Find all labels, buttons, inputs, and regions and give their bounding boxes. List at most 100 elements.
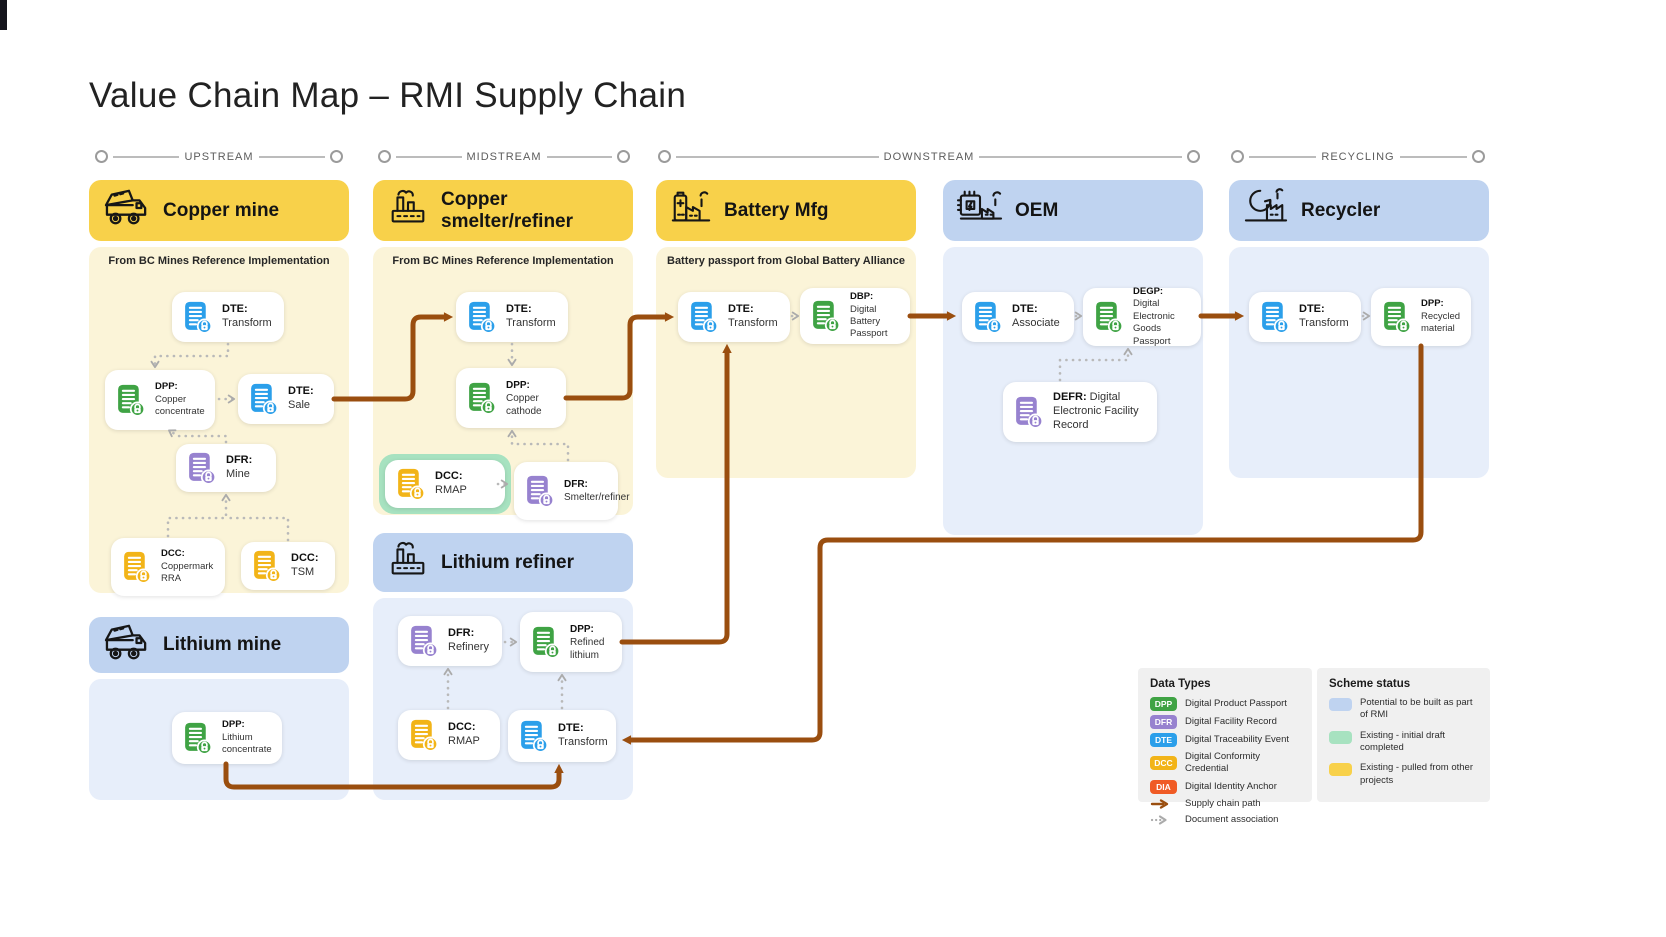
legend-item-dfr: DFR Digital Facility Record [1150, 715, 1300, 729]
document-lock-icon [971, 299, 1004, 336]
battery-mfg-body [656, 247, 916, 478]
node-label: DCC: Coppermark RRA [161, 548, 216, 585]
node-battery-dte-transform: DTE: Transform [678, 292, 790, 342]
dte-badge: DTE [1150, 733, 1177, 747]
stage-label-recycling: RECYCLING [1321, 150, 1395, 163]
legend-title: Scheme status [1329, 678, 1411, 690]
node-copper-mine-dcc-coppermark-rra: DCC: Coppermark RRA [111, 538, 225, 596]
stage-label-upstream: UPSTREAM [184, 150, 254, 163]
node-lithium-refiner-dpp-refined-lithium: DPP: Refined lithium [520, 612, 622, 672]
node-text: Transform [222, 317, 272, 329]
oem-header: OEM [943, 180, 1203, 241]
node-text: Transform [506, 317, 556, 329]
node-copper-mine-dpp-copper-concentrate: DPP: Copper concentrate [105, 370, 215, 430]
document-lock-icon [1258, 299, 1291, 336]
legend-item-supply-path: Supply chain path [1150, 798, 1300, 810]
node-text: Coppermark RRA [161, 560, 214, 585]
node-label: DFR: Refinery [448, 627, 493, 655]
recycler-header: Recycler [1229, 180, 1489, 241]
legend-item-label: Supply chain path [1185, 797, 1261, 809]
dia-badge: DIA [1150, 779, 1177, 794]
legend-title: Data Types [1150, 678, 1211, 690]
node-recycler-dte-transform: DTE: Transform [1249, 292, 1361, 342]
dfr-badge: DFR [1150, 715, 1177, 729]
refiner-factory-icon [386, 538, 430, 587]
stage-rail-upstream: UPSTREAM [95, 150, 343, 163]
node-code: DEFR: [1053, 391, 1087, 404]
document-lock-icon [181, 720, 214, 757]
rail-line [676, 155, 879, 158]
document-lock-icon [465, 380, 498, 417]
node-label: DTE: Transform [728, 303, 781, 331]
node-code: DFR: [448, 627, 475, 640]
node-code: DPP: [222, 719, 245, 731]
status-swatch-green [1329, 730, 1352, 744]
node-copper-m_ine-dcc-tsm: DCC: TSM [241, 542, 335, 590]
document-lock-icon [394, 466, 427, 503]
node-text: Recycled material [1421, 310, 1461, 335]
legend-item-dcc: DCC Digital Conformity Credential [1150, 751, 1300, 776]
stage-rail-midstream: MIDSTREAM [378, 150, 630, 163]
document-lock-icon [517, 718, 550, 755]
node-text: RMAP [448, 735, 480, 747]
stage-rail-recycling: RECYCLING [1231, 150, 1485, 163]
node-label: DPP: Recycled material [1421, 298, 1462, 335]
rail-line [546, 155, 612, 158]
node-code: DCC: [161, 548, 185, 560]
node-text: Smelter/refiner [564, 492, 630, 503]
document-lock-icon [247, 381, 280, 418]
document-lock-icon [687, 299, 720, 336]
legend-item-document-association: Document association [1150, 814, 1300, 826]
node-copper-mine-dfr-mine: DFR: Mine [176, 444, 276, 492]
rail-line [979, 155, 1183, 158]
node-text: Sale [288, 399, 311, 411]
node-label: DTE: Sale [288, 385, 325, 413]
node-code: DTE: [1299, 303, 1325, 316]
rail-line [396, 155, 462, 158]
node-label: DPP: Copper cathode [506, 379, 557, 418]
smelter-factory-icon [386, 186, 430, 235]
node-lithium-refiner-dte-transform: DTE: Transform [508, 710, 616, 762]
rail-endpoint-icon [1187, 150, 1201, 163]
node-code: DTE: [222, 303, 248, 316]
dump-truck-icon [102, 622, 152, 669]
node-code: DCC: [448, 721, 476, 734]
document-lock-icon [1012, 394, 1045, 431]
legend-status-existing-pulled: Existing - pulled from other projects [1329, 762, 1478, 787]
document-lock-icon [407, 623, 440, 660]
legend-item-dia: DIA Digital Identity Anchor [1150, 779, 1300, 794]
node-text: Transform [728, 317, 778, 329]
node-label: DCC: RMAP [435, 470, 496, 498]
node-code: DPP: [570, 623, 594, 635]
node-label: DTE: Associate [1012, 303, 1065, 331]
node-label: DTE: Transform [506, 303, 559, 331]
node-label: DEGP: Digital Electronic Goods Passport [1133, 286, 1192, 348]
document-lock-icon [465, 299, 498, 336]
stage-rail-downstream: DOWNSTREAM [658, 150, 1201, 163]
node-text: Copper cathode [506, 392, 542, 417]
chip-factory-icon [956, 186, 1004, 235]
document-lock-icon [523, 473, 556, 510]
rail-endpoint-icon [617, 150, 630, 163]
document-lock-icon [181, 299, 214, 336]
node-label: DEFR: Digital Electronic Facility Record [1053, 391, 1148, 432]
node-code: DBP: [850, 291, 874, 303]
node-code: DTE: [558, 722, 584, 735]
column-title: Lithium mine [163, 634, 282, 655]
node-text: Lithium concentrate [222, 731, 272, 756]
recycler-body [1229, 247, 1489, 478]
battery-mfg-note: Battery passport from Global Battery All… [667, 255, 905, 267]
node-label: DTE: Transform [222, 303, 275, 331]
window-corner-artifact [0, 0, 7, 30]
node-text: RMAP [435, 484, 467, 496]
node-copper-mine-dte-transform: DTE: Transform [172, 292, 284, 342]
node-recycler-dpp-recycled-material: DPP: Recycled material [1371, 288, 1471, 346]
legend-item-label: Existing - initial draft completed [1360, 729, 1446, 754]
battery-factory-icon [669, 186, 713, 235]
node-lithium-mine-dpp-lithium-concentrate: DPP: Lithium concentrate [172, 712, 282, 764]
copper-smelter-note: From BC Mines Reference Implementation [392, 255, 614, 267]
node-lithium-refiner-dcc-rmap: DCC: RMAP [398, 710, 500, 760]
node-text: Refinery [448, 641, 489, 653]
node-code: DPP: [155, 381, 178, 393]
